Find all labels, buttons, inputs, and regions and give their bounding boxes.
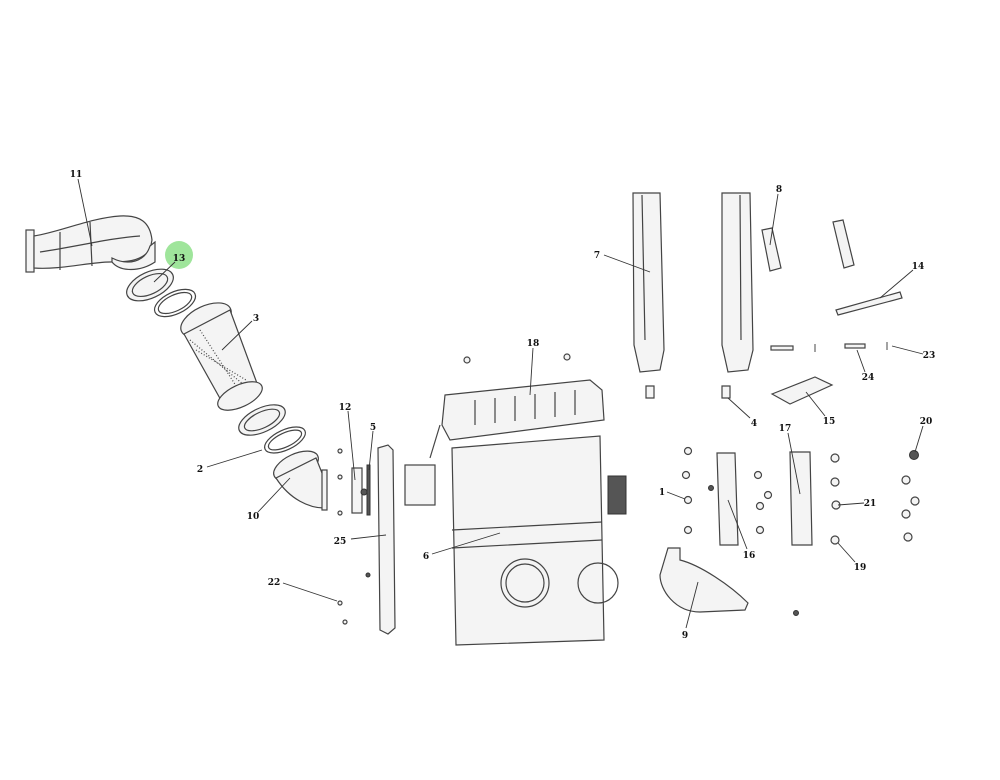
part-17-bracket[interactable]: [789, 451, 813, 546]
label-17[interactable]: 17: [779, 424, 792, 434]
label-8[interactable]: 8: [776, 185, 782, 195]
bolts-left: [337, 448, 371, 625]
part-9-inlet-hood[interactable]: [659, 547, 749, 613]
label-1[interactable]: 1: [659, 488, 665, 498]
part-12-plate[interactable]: [351, 467, 368, 514]
label-2[interactable]: 2: [197, 465, 203, 475]
label-6[interactable]: 6: [423, 552, 429, 562]
nuts-washers: [681, 446, 920, 616]
label-5[interactable]: 5: [370, 423, 376, 433]
part-16-bracket[interactable]: [716, 452, 739, 546]
part-14-bracket[interactable]: [835, 291, 903, 316]
part-18-top-cover[interactable]: [441, 353, 605, 441]
part-6-muffler-box[interactable]: [404, 424, 627, 646]
part-10-outlet-elbow[interactable]: [269, 445, 328, 511]
label-3[interactable]: 3: [253, 314, 259, 324]
part-23-24-pins[interactable]: [770, 342, 888, 352]
label-10[interactable]: 10: [247, 512, 260, 522]
label-11[interactable]: 11: [70, 170, 83, 180]
label-14[interactable]: 14: [912, 262, 925, 272]
label-16[interactable]: 16: [743, 551, 756, 561]
label-18[interactable]: 18: [527, 339, 540, 349]
label-22[interactable]: 22: [268, 578, 281, 588]
part-5-gasket[interactable]: [366, 464, 371, 516]
label-23[interactable]: 23: [923, 351, 936, 361]
label-7[interactable]: 7: [594, 251, 600, 261]
label-12[interactable]: 12: [339, 403, 352, 413]
part-25-side-panel[interactable]: [377, 444, 396, 635]
label-19[interactable]: 19: [854, 563, 867, 573]
part-labels: 11 13 3 2 10 12 5 25 22 18 6 7 8 14 23 2…: [70, 170, 936, 641]
label-13[interactable]: 13: [173, 254, 186, 264]
label-4[interactable]: 4: [751, 419, 757, 429]
selected-part-highlight: [165, 241, 193, 269]
part-7-rails[interactable]: [632, 192, 754, 399]
leader-lines: [77, 178, 924, 629]
label-21[interactable]: 21: [864, 499, 877, 509]
part-2-clamp-ring[interactable]: [234, 399, 309, 459]
label-20[interactable]: 20: [920, 417, 933, 427]
part-13-clamp[interactable]: [122, 263, 200, 323]
part-11-elbow-pipe[interactable]: [25, 215, 156, 273]
part-15-bracket[interactable]: [770, 376, 834, 405]
label-15[interactable]: 15: [823, 417, 836, 427]
part-8-blocks[interactable]: [761, 219, 855, 272]
label-9[interactable]: 9: [682, 631, 688, 641]
label-25[interactable]: 25: [334, 537, 347, 547]
part-3-flex-pipe[interactable]: [176, 296, 267, 416]
label-24[interactable]: 24: [862, 373, 875, 383]
